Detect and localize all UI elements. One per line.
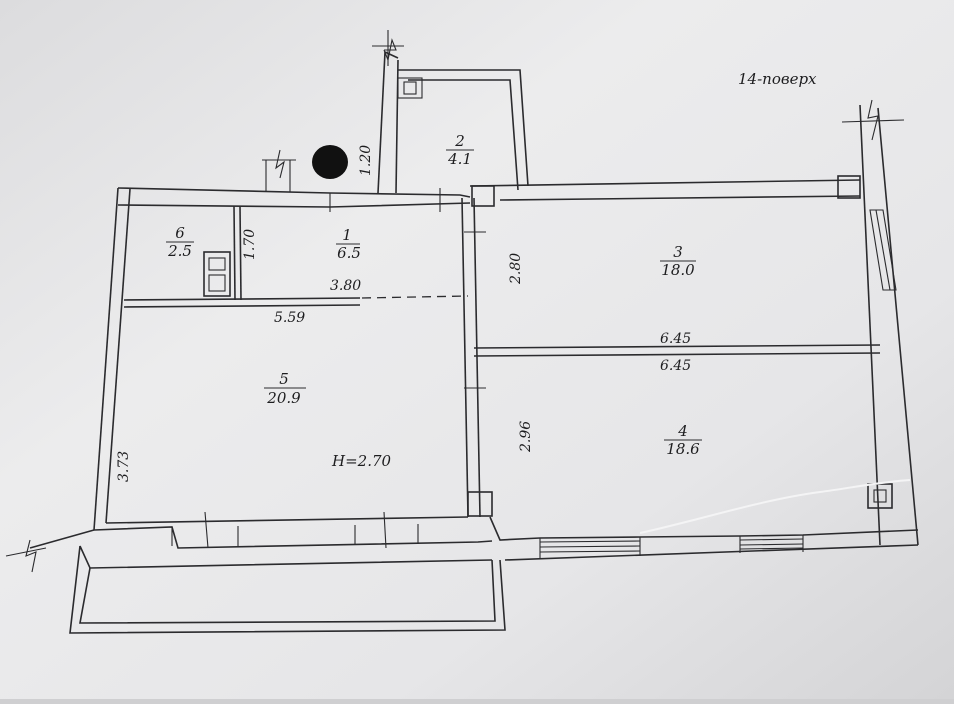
dimension-1-70: 1.70: [242, 229, 258, 260]
interior-walls: [123, 175, 893, 518]
floor-label: 14-поверх: [738, 70, 817, 88]
room-3-number: 3: [673, 243, 683, 261]
room-1-area: 6.5: [337, 244, 361, 262]
break-symbols: [5, 30, 905, 573]
room-3-area: 18.0: [661, 261, 695, 279]
room-6-number: 6: [175, 224, 185, 242]
dimension-6-45-bottom: 6.45: [660, 358, 691, 374]
dimension-1-20: 1.20: [358, 145, 374, 176]
room-2-number: 2: [454, 132, 465, 150]
dimension-5-59: 5.59: [274, 310, 305, 326]
room-4-number: 4: [677, 422, 688, 440]
dimension-6-45-top: 6.45: [660, 331, 691, 347]
dimension-2-96: 2.96: [518, 421, 534, 453]
room-5-number: 5: [279, 370, 289, 388]
dimension-3-73: 3.73: [116, 451, 132, 482]
room-2-area: 4.1: [447, 150, 472, 168]
room-6-area: 2.5: [167, 242, 192, 260]
dimension-3-80: 3.80: [330, 278, 361, 294]
redaction-blot: [312, 145, 348, 179]
windows: [171, 188, 804, 558]
dimension-2-80: 2.80: [508, 253, 524, 285]
room-4-area: 18.6: [666, 440, 700, 458]
room-1-number: 1: [342, 226, 352, 244]
paper-crease: [639, 479, 911, 534]
room-5-area: 20.9: [266, 389, 301, 407]
ceiling-height: H=2.70: [331, 452, 392, 470]
